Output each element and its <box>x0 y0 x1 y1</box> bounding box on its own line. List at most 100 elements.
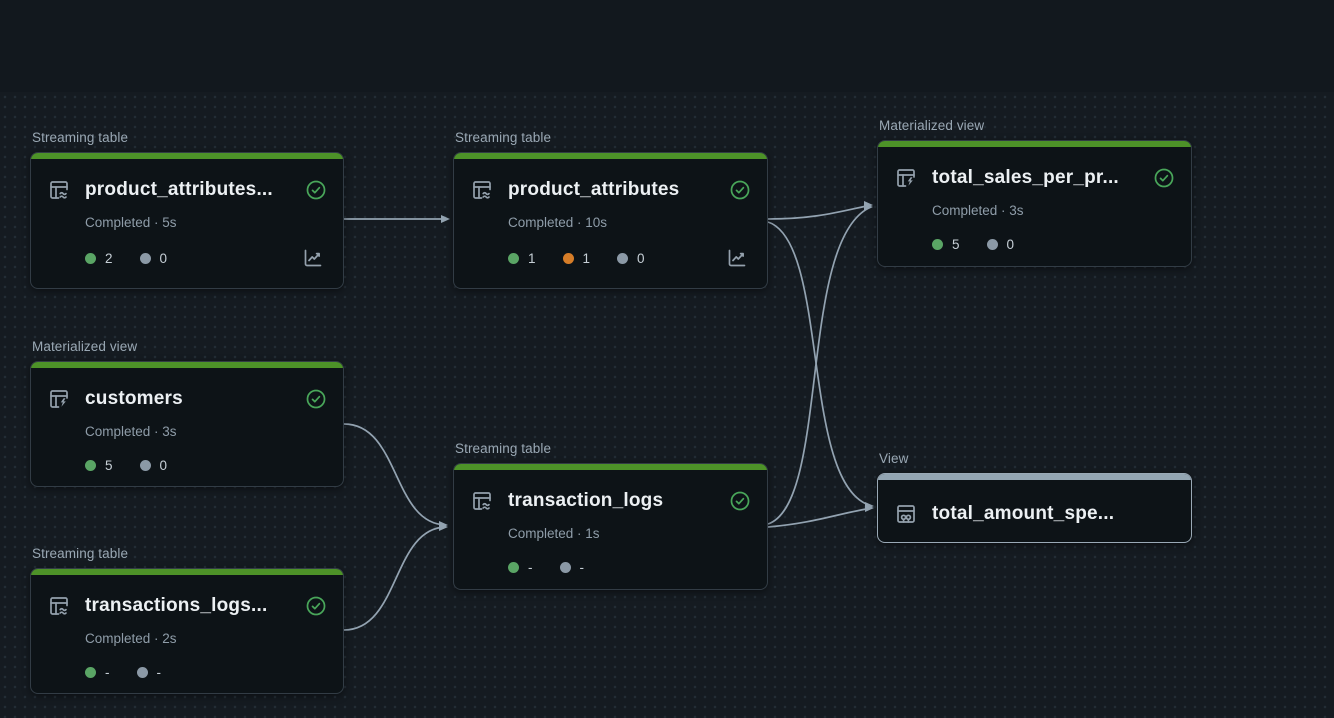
node-card[interactable]: transactions_logs... Completed · 2s -- <box>30 568 344 694</box>
metric-count: 5 <box>85 458 113 473</box>
metric-dot <box>986 238 998 250</box>
node-metrics: -- <box>508 560 751 575</box>
status-check-icon <box>729 490 751 512</box>
metric-dot <box>562 252 574 264</box>
node-title: total_sales_per_pr... <box>932 167 1119 188</box>
node-title: transaction_logs <box>508 490 664 511</box>
node-accent-bar <box>878 474 1191 480</box>
metric-value: 0 <box>159 250 168 266</box>
node-accent-bar <box>878 141 1191 147</box>
metric-value: 2 <box>105 250 113 266</box>
status-check-icon <box>1153 167 1175 189</box>
node-card[interactable]: product_attributes Completed · 10s 1 1 0 <box>453 152 768 289</box>
metric-count: 5 <box>932 237 960 252</box>
metric-count: - <box>85 665 110 680</box>
node-total_amount_spe: View total_amount_spe... <box>877 451 1192 543</box>
node-type-label: Streaming table <box>32 130 129 145</box>
node-accent-bar <box>31 153 343 159</box>
node-type-label: Streaming table <box>455 441 552 456</box>
node-total_sales_per_pr: Materialized view total_sales_per_pr... … <box>877 118 1192 267</box>
metric-dot <box>139 459 151 471</box>
metric-dot <box>508 561 519 573</box>
metrics-chart-icon <box>725 246 749 270</box>
node-title: transactions_logs... <box>85 595 268 616</box>
node-title: total_amount_spe... <box>932 503 1115 524</box>
node-card[interactable]: total_amount_spe... <box>877 473 1192 543</box>
status-check-icon <box>729 179 751 201</box>
node-product_attributes: Streaming table product_attributes Compl… <box>453 130 768 289</box>
node-status: Completed · 2s <box>85 631 177 646</box>
metric-dot <box>932 238 943 250</box>
node-metrics: 1 1 0 <box>508 251 725 266</box>
metric-count: - <box>508 560 533 575</box>
node-card[interactable]: transaction_logs Completed · 1s -- <box>453 463 768 590</box>
node-type-label: Streaming table <box>455 130 552 145</box>
streaming-table-icon <box>470 178 494 202</box>
node-title: product_attributes... <box>85 179 273 200</box>
status-check-icon <box>305 179 327 201</box>
node-customers: Materialized view customers Completed · … <box>30 339 344 487</box>
metric-count: 2 <box>85 251 113 266</box>
metric-dot <box>136 666 148 678</box>
node-accent-bar <box>31 362 343 368</box>
node-transactions_logs_src: Streaming table transactions_logs... Com… <box>30 546 344 694</box>
node-type-label: View <box>879 451 909 466</box>
metric-value: - <box>156 664 162 680</box>
node-type-label: Streaming table <box>32 546 129 561</box>
node-status: Completed · 1s <box>508 526 600 541</box>
node-accent-bar <box>31 569 343 575</box>
node-accent-bar <box>454 153 767 159</box>
node-title: customers <box>85 388 183 409</box>
metric-dot <box>559 561 571 573</box>
node-accent-bar <box>454 464 767 470</box>
metric-value: - <box>528 559 533 575</box>
metric-value: 0 <box>159 457 168 473</box>
metric-count: 0 <box>139 457 168 473</box>
metric-dot <box>617 252 629 264</box>
metric-dot <box>508 252 519 264</box>
metric-count: 0 <box>139 250 168 266</box>
metric-count: - <box>136 664 162 680</box>
node-status: Completed · 3s <box>932 203 1024 218</box>
node-type-label: Materialized view <box>32 339 138 354</box>
node-product_attributes_src: Streaming table product_attributes... Co… <box>30 130 344 289</box>
streaming-table-icon <box>47 178 71 202</box>
streaming-table-icon <box>47 594 71 618</box>
metric-dot <box>139 252 151 264</box>
metric-count: 1 <box>508 251 536 266</box>
metric-value: 5 <box>952 236 960 252</box>
metric-dot <box>85 252 96 264</box>
node-type-label: Materialized view <box>879 118 985 133</box>
materialized-view-icon <box>47 387 71 411</box>
metric-count: 1 <box>562 251 590 266</box>
metric-value: 0 <box>1006 236 1015 252</box>
status-check-icon <box>305 388 327 410</box>
node-transaction_logs: Streaming table transaction_logs Complet… <box>453 441 768 590</box>
metric-value: - <box>579 559 585 575</box>
metric-count: - <box>559 559 585 575</box>
materialized-view-icon <box>894 166 918 190</box>
streaming-table-icon <box>470 489 494 513</box>
node-title: product_attributes <box>508 179 680 200</box>
node-status: Completed · 3s <box>85 424 177 439</box>
node-status: Completed · 5s <box>85 215 177 230</box>
metrics-chart-icon <box>301 246 325 270</box>
metric-value: 0 <box>637 250 645 266</box>
metric-value: - <box>105 664 110 680</box>
metric-dot <box>85 666 96 678</box>
view-icon <box>894 502 918 526</box>
node-status: Completed · 10s <box>508 215 608 230</box>
metric-count: 0 <box>986 236 1015 252</box>
metric-dot <box>85 459 96 471</box>
status-check-icon <box>305 595 327 617</box>
metric-value: 1 <box>528 250 536 266</box>
node-metrics: -- <box>85 665 327 680</box>
metric-value: 5 <box>105 457 113 473</box>
